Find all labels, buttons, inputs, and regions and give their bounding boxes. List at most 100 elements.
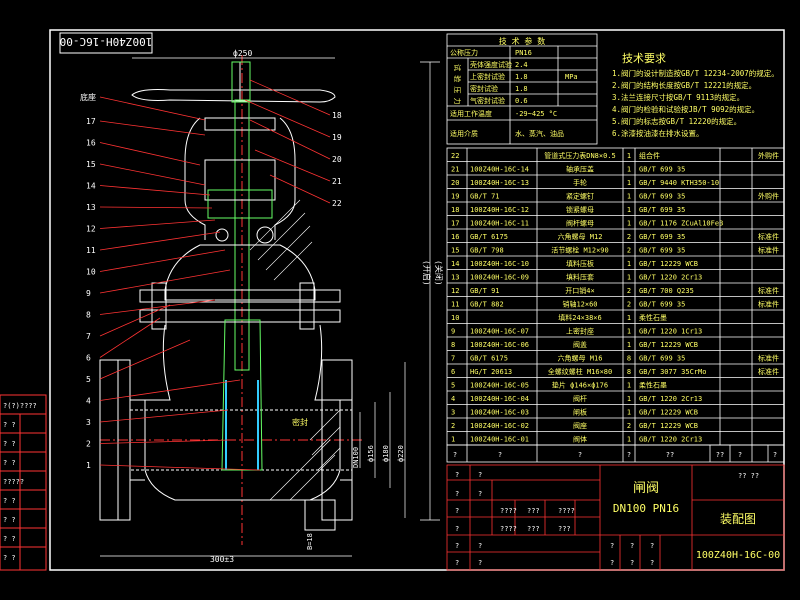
callout-left: 10	[86, 268, 96, 277]
bom-code: 100Z40H-16C-03	[470, 409, 529, 417]
bom-code: 100Z40H-16C-11	[470, 220, 529, 228]
tech-params-unit: MPa	[565, 73, 578, 81]
callout-left: 6	[86, 354, 91, 363]
tech-param-label: 适用工作温度	[450, 109, 492, 118]
bom-footer-cell: ?	[627, 451, 631, 459]
callout-left: 14	[86, 182, 96, 191]
bom-qty: 1	[627, 193, 631, 201]
callout-left: 2	[86, 440, 91, 449]
bom-material: GB/T 1220 1Cr13	[639, 328, 702, 336]
left-margin	[0, 394, 47, 571]
valve-assembly-drawing	[99, 55, 440, 557]
title-block-placeholder: ?	[478, 490, 482, 498]
bom-no: 1	[451, 436, 455, 444]
callout-left: 15	[86, 160, 96, 169]
dim-handwheel: ф250	[233, 49, 252, 58]
bom-code: GB/T 798	[470, 247, 504, 255]
tech-params-group: 试 验 压 力	[453, 64, 462, 105]
bom-code: 100Z40H-16C-09	[470, 274, 529, 282]
title-block-placeholder: ?	[610, 559, 614, 567]
left-margin-label: ? ?	[3, 516, 16, 524]
drawing-number-top: 100Z40H-16C-00	[60, 35, 153, 48]
bom-qty: 1	[627, 166, 631, 174]
left-margin-label: ?(?)????	[3, 402, 37, 410]
title-block-placeholder: ?? ??	[738, 472, 759, 480]
bom-name: 填料24×38×6	[558, 313, 602, 322]
bom-name: 全螺纹螺柱 M16×80	[548, 367, 613, 376]
bom-note: 标准件	[758, 286, 779, 295]
title-block-placeholders: ??????????????????????????????????????? …	[455, 471, 759, 567]
tech-requirements-title: 技术要求	[622, 52, 666, 65]
bom-name: 填料压套	[566, 273, 594, 282]
bom-name: 上密封座	[566, 327, 594, 336]
valve-stem	[234, 99, 250, 371]
bom-material: 组合件	[639, 151, 660, 160]
tech-param-value: 1.8	[515, 85, 528, 93]
tech-param-value: -29~425 °C	[515, 110, 557, 118]
bom-qty: 8	[627, 355, 631, 363]
bom-material: GB/T 1220 2Cr13	[639, 436, 702, 444]
dim-closed: (关闭)	[434, 260, 444, 286]
bom-qty: 1	[627, 206, 631, 214]
callout-right: 20	[332, 155, 342, 164]
bom-code: 100Z40H-16C-10	[470, 260, 529, 268]
title-block-placeholder: ?	[455, 559, 459, 567]
drawing-type: 装配图	[720, 512, 756, 526]
tech-param-value: 0.6	[515, 97, 528, 105]
bom-no: 22	[451, 152, 459, 160]
title-block-placeholder: ???	[527, 507, 540, 515]
bom-material: GB/T 9440 KTH350-10	[639, 179, 719, 187]
title-block-placeholder: ?	[630, 559, 634, 567]
bom-no: 15	[451, 247, 459, 255]
bom-name: 阀体	[573, 435, 587, 444]
bom-note: 标准件	[758, 246, 779, 255]
bom-code: 100Z40H-16C-02	[470, 422, 529, 430]
title-block-placeholder: ?	[610, 542, 614, 550]
bom-qty: 1	[627, 341, 631, 349]
bom-footer-cell: ?	[578, 451, 582, 459]
gate-wedge	[221, 319, 263, 471]
callout-left: 17	[86, 117, 96, 126]
tech-param-label: 上密封试验	[470, 72, 505, 81]
bom-qty: 1	[627, 382, 631, 390]
bom-qty: 1	[627, 314, 631, 322]
title-block-placeholder: ?	[478, 471, 482, 479]
bom-material: GB/T 699 35	[639, 355, 685, 363]
drawing-number-top-box: 100Z40H-16C-00	[59, 32, 153, 54]
bom-qty: 2	[627, 422, 631, 430]
bom-no: 16	[451, 233, 459, 241]
title-block-placeholder: ????	[500, 525, 517, 533]
bom-name: 手轮	[573, 178, 587, 187]
bom-no: 8	[451, 341, 455, 349]
tech-requirement-item: 6.涂漆按油漆在排水设置。	[612, 128, 704, 138]
valve-body	[144, 324, 341, 501]
tech-param-label: 气密封试验	[470, 96, 505, 105]
bom-material: GB/T 699 35	[639, 233, 685, 241]
tech-param-value: PN16	[515, 49, 532, 57]
title-block-placeholder: ?	[455, 525, 459, 533]
bom-qty: 2	[627, 301, 631, 309]
bom-code: 100Z40H-16C-12	[470, 206, 529, 214]
bonnet	[164, 244, 316, 301]
tech-requirement-item: 1.阀门的设计制造按GB/T 12234-2007的规定。	[612, 68, 779, 78]
callout-left: 16	[86, 139, 96, 148]
bom-no: 2	[451, 422, 455, 430]
bom-code: 100Z40H-16C-07	[470, 328, 529, 336]
bom-footer-cell: ?	[773, 451, 777, 459]
bom-no: 19	[451, 193, 459, 201]
tech-param-label: 适用介质	[450, 129, 478, 138]
product-spec: DN100 PN16	[613, 502, 679, 515]
bom-name: 六角螺母 M12	[558, 232, 603, 241]
bom-code: GB/T 71	[470, 193, 500, 201]
bom-material: 柔性石墨	[639, 313, 667, 322]
bom-no: 10	[451, 314, 459, 322]
bom-code: GB/T 882	[470, 301, 504, 309]
bom-code: 100Z40H-16C-01	[470, 436, 529, 444]
bom-material: GB/T 699 35	[639, 247, 685, 255]
left-margin-label: ?????	[3, 478, 24, 486]
bom-name: 填料压板	[566, 259, 594, 268]
title-block-placeholder: ?	[455, 471, 459, 479]
product-name: 闸阀	[633, 481, 659, 496]
